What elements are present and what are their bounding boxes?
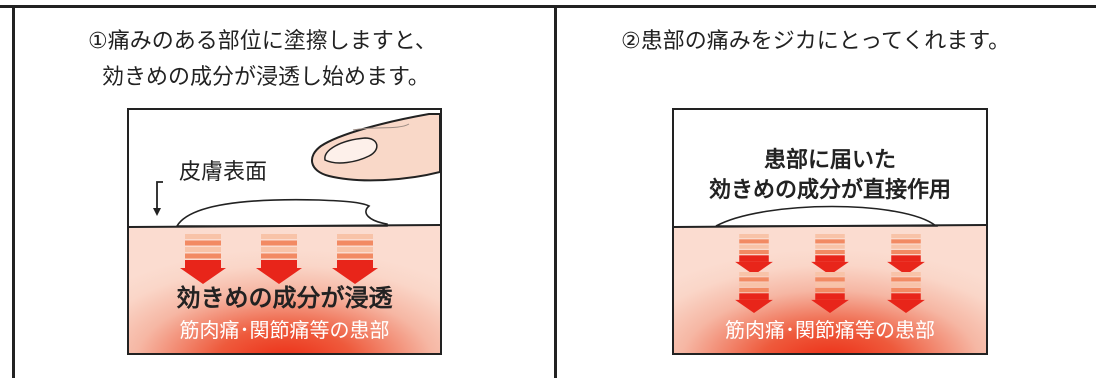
down-arrow-icon [156, 181, 163, 212]
down-arrow-icon [332, 234, 378, 284]
penetration-label: 効きめの成分が浸透 [176, 284, 393, 312]
down-arrow-icon [887, 234, 925, 275]
down-arrow-icon [811, 234, 849, 275]
effect-label-line1: 患部に届いた [763, 148, 896, 173]
center-divider [554, 5, 557, 378]
skin-surface-line [674, 224, 986, 228]
down-arrow-icon [887, 272, 925, 313]
down-arrow-icon [256, 234, 302, 284]
left-border [12, 5, 15, 378]
skin-surface-line [129, 224, 440, 228]
right-illustration-panel: 患部に届いた 効きめの成分が直接作用 筋肉痛･関節痛等の患部 [672, 108, 988, 355]
down-arrow-icon [735, 272, 773, 313]
down-arrow-icon [735, 234, 773, 275]
right-caption: ②患部の痛みをジカにとってくれます。 [621, 29, 1011, 54]
right-illustration-svg [674, 205, 986, 313]
left-illustration-panel: 効きめの成分が浸透 筋肉痛･関節痛等の患部 皮膚表面 [127, 108, 442, 355]
gel-film-icon [715, 205, 939, 227]
left-caption-line1: ①痛みのある部位に塗擦しますと、 [88, 29, 437, 54]
gel-drop-icon [175, 198, 388, 227]
action-arrows [735, 234, 925, 313]
top-border [0, 5, 1096, 8]
left-caption-line2: 効きめの成分が浸透し始めます。 [102, 65, 430, 90]
down-arrow-icon [811, 272, 849, 313]
finger-icon [311, 113, 440, 182]
skin-surface-label: 皮膚表面 [179, 160, 268, 185]
down-arrow-icon [180, 234, 226, 284]
penetration-arrows [180, 234, 378, 284]
left-illustration-svg [129, 113, 440, 284]
effect-label-line2: 効きめの成分が直接作用 [708, 178, 951, 203]
affected-area-label: 筋肉痛･関節痛等の患部 [179, 318, 390, 342]
affected-area-label: 筋肉痛･関節痛等の患部 [725, 318, 935, 342]
